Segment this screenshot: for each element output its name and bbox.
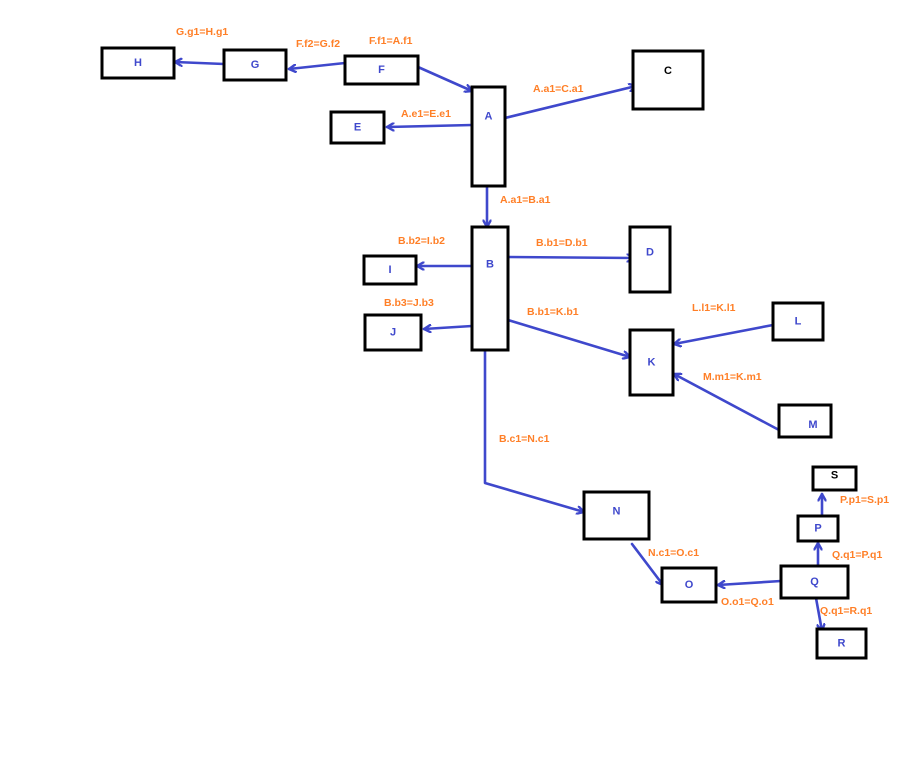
- edge-b-n-label: B.c1=N.c1: [499, 433, 550, 445]
- node-e-label: E: [354, 121, 361, 133]
- node-m-box: [777, 403, 833, 439]
- node-g-box: [222, 48, 288, 82]
- edge-b-k-label: B.b1=K.b1: [527, 306, 579, 318]
- node-p-box: [796, 514, 840, 543]
- edge-q-o-label: O.o1=Q.o1: [721, 596, 774, 608]
- node-n: N: [582, 490, 651, 541]
- node-d-box: [628, 225, 672, 294]
- node-r-box: [815, 627, 868, 660]
- node-e-box: [329, 110, 386, 145]
- edge-n-o-label: N.c1=O.c1: [648, 547, 699, 559]
- node-o-label: O: [685, 579, 694, 591]
- edge-m-k-label: M.m1=K.m1: [703, 371, 762, 383]
- node-a-label: A: [485, 110, 493, 122]
- node-k-box: [628, 328, 675, 397]
- edge-q-r-arrow: [814, 596, 822, 633]
- node-b-box: [470, 225, 510, 352]
- node-c-label: C: [664, 65, 672, 77]
- node-s-box: [811, 465, 858, 492]
- edge-b-k-arrow: [506, 318, 632, 357]
- edge-f-a-label: F.f1=A.f1: [369, 35, 413, 47]
- node-s: S: [811, 465, 858, 492]
- node-b: B: [470, 225, 510, 352]
- node-r: R: [815, 627, 868, 660]
- node-h: H: [100, 46, 176, 80]
- node-i-box: [362, 254, 418, 286]
- edge-p-s-label: P.p1=S.p1: [840, 494, 889, 506]
- node-q-box: [779, 564, 850, 600]
- edge-b-n-arrow: [483, 348, 586, 512]
- node-b-label: B: [486, 258, 494, 270]
- node-q: Q: [779, 564, 850, 600]
- node-h-box: [100, 46, 176, 80]
- edge-m-k-arrow: [672, 374, 781, 432]
- node-i: I: [362, 254, 418, 286]
- nodes-layer: H G F C A E B D I J K L M N O Q P S R: [100, 46, 868, 660]
- edge-a-e-label: A.e1=E.e1: [401, 108, 451, 120]
- node-j-label: J: [390, 326, 396, 338]
- edge-b-d-arrow: [506, 257, 636, 258]
- node-j: J: [363, 313, 423, 352]
- edge-a-b-label: A.a1=B.a1: [500, 194, 551, 206]
- edge-a-c-arrow: [503, 86, 638, 120]
- node-f: F: [343, 54, 420, 86]
- edge-b-d-label: B.b1=D.b1: [536, 237, 588, 249]
- node-h-label: H: [134, 57, 142, 69]
- edge-b-i-label: B.b2=I.b2: [398, 235, 445, 247]
- edges-layer: [173, 61, 822, 633]
- node-n-box: [582, 490, 651, 541]
- node-p-label: P: [814, 522, 821, 534]
- node-c-box: [631, 49, 705, 111]
- edge-f-g-arrow: [287, 61, 347, 69]
- node-g-label: G: [251, 59, 260, 71]
- node-d: D: [628, 225, 672, 294]
- node-a: A: [470, 85, 507, 188]
- edge-l-k-label: L.l1=K.l1: [692, 302, 736, 314]
- node-r-label: R: [838, 637, 846, 649]
- node-k-label: K: [648, 356, 656, 368]
- node-l: L: [771, 301, 825, 342]
- edge-f-a-arrow: [416, 65, 474, 91]
- node-o: O: [660, 566, 718, 604]
- node-f-label: F: [378, 64, 385, 76]
- edge-q-p-label: Q.q1=P.q1: [832, 549, 882, 561]
- node-g: G: [222, 48, 288, 82]
- node-j-box: [363, 313, 423, 352]
- node-n-label: N: [613, 505, 621, 517]
- node-k: K: [628, 328, 675, 397]
- node-a-box: [470, 85, 507, 188]
- node-m: M: [777, 403, 833, 439]
- edge-b-j-label: B.b3=J.b3: [384, 297, 434, 309]
- node-m-label: M: [808, 419, 817, 431]
- edge-g-h-label: G.g1=H.g1: [176, 26, 228, 38]
- edge-q-o-arrow: [716, 579, 783, 585]
- edge-q-r-label: Q.q1=R.q1: [820, 605, 872, 617]
- node-f-box: [343, 54, 420, 86]
- edge-g-h-arrow: [173, 62, 226, 64]
- node-c: C: [631, 49, 705, 111]
- edge-labels-layer: G.g1=H.g1F.f2=G.f2 F.f1=A.f1A.a1=C.a1A.e1…: [176, 26, 889, 617]
- node-p: P: [796, 514, 840, 543]
- edge-f-g-label: F.f2=G.f2: [296, 38, 340, 50]
- node-e: E: [329, 110, 386, 145]
- node-q-label: Q: [810, 576, 819, 588]
- edge-n-o-arrow: [630, 542, 665, 587]
- node-s-label: S: [831, 469, 838, 481]
- edge-a-c-label: A.a1=C.a1: [533, 83, 584, 95]
- edge-a-e-arrow: [385, 125, 474, 127]
- node-i-label: I: [388, 264, 391, 276]
- edge-l-k-arrow: [672, 323, 775, 344]
- node-l-label: L: [795, 315, 802, 327]
- edge-b-j-arrow: [422, 326, 474, 329]
- node-o-box: [660, 566, 718, 604]
- node-l-box: [771, 301, 825, 342]
- node-d-label: D: [646, 246, 654, 258]
